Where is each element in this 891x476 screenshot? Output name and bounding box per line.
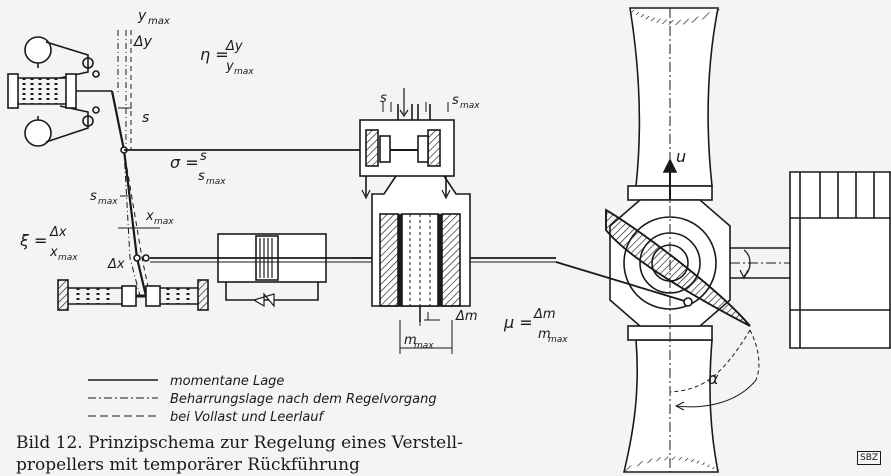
mu-formula: μ = [503, 313, 533, 332]
svg-text:m: m [538, 327, 551, 342]
eta-formula: η = [200, 45, 229, 64]
svg-text:y: y [225, 59, 234, 74]
dashpot [217, 233, 327, 308]
label-m-max: m [404, 333, 417, 348]
return-spring [57, 279, 209, 311]
legend-solid-label: momentane Lage [170, 374, 284, 389]
label-dm: Δm [455, 309, 478, 324]
diagram-labels: y max Δy η = Δy y max s σ = s s max s ma… [19, 8, 719, 388]
servo-motor [352, 145, 471, 326]
feedback-lever [110, 30, 160, 297]
svg-text:x: x [49, 245, 58, 260]
svg-text:max: max [98, 197, 118, 207]
caption-line-1: Bild 12. Prinzipschema zur Regelung eine… [16, 433, 463, 453]
svg-text:max: max [460, 101, 480, 111]
svg-text:max: max [154, 217, 174, 227]
label-u: u [676, 147, 686, 166]
label-s-top: s [380, 91, 387, 106]
flyweight-governor [7, 36, 112, 147]
caption-line-2: propellers mit temporärer Rückführung [16, 455, 360, 475]
svg-text:max: max [206, 177, 226, 187]
svg-text:max: max [548, 335, 568, 345]
flyweight-top [24, 36, 52, 64]
propeller [555, 7, 891, 473]
svg-text:Δx: Δx [49, 225, 67, 240]
xi-formula: ξ = [19, 231, 47, 250]
svg-text:max: max [414, 341, 434, 351]
svg-text:max: max [148, 16, 170, 27]
label-x-max: x [145, 209, 154, 224]
figure-caption: Bild 12. Prinzipschema zur Regelung eine… [16, 432, 536, 476]
legend-lines [88, 379, 158, 417]
pilot-valve [359, 88, 455, 200]
svg-text:s: s [198, 169, 205, 184]
propeller-blade-top [629, 7, 719, 187]
svg-text:max: max [58, 253, 78, 263]
svg-text:s: s [200, 149, 207, 164]
label-s: s [142, 110, 149, 126]
svg-text:max: max [234, 67, 254, 77]
legend-dashed-label: bei Vollast und Leerlauf [170, 410, 326, 425]
label-alpha: α [708, 369, 719, 388]
label-s-max: s [90, 189, 97, 204]
m-max-dimension [399, 312, 453, 354]
legend-dashdot-label: Beharrungslage nach dem Regelvorgang [170, 392, 437, 407]
label-y-max: y [137, 8, 147, 24]
label-s-max-top: s [452, 93, 459, 108]
svg-text:Δm: Δm [533, 307, 556, 322]
legend: momentane Lage Beharrungslage nach dem R… [170, 374, 437, 425]
sigma-formula: σ = [170, 153, 199, 172]
svg-text:Δy: Δy [225, 39, 243, 54]
label-dx: Δx [107, 257, 125, 272]
engine-housing [789, 171, 891, 349]
label-dy: Δy [133, 34, 153, 50]
publisher-badge: SBZ [857, 451, 882, 465]
